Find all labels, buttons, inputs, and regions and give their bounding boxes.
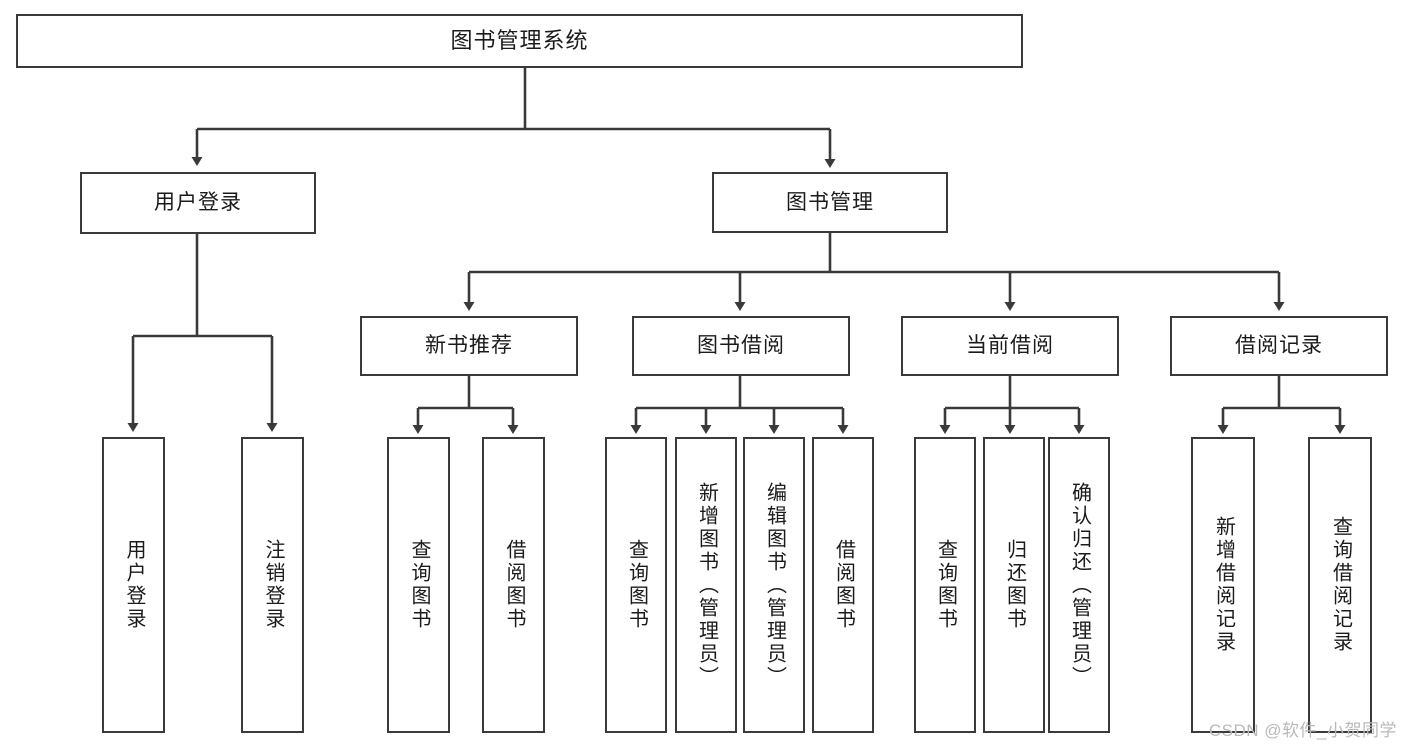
leaf-label: 借阅图书: [503, 539, 525, 631]
leaf-label: 查询图书: [408, 539, 430, 631]
node-user-login-label: 用户登录: [154, 191, 242, 215]
leaf-current-borrow-return[interactable]: 归还图书: [983, 437, 1045, 733]
leaf-label: 查询图书: [625, 539, 648, 631]
leaf-user-login-login[interactable]: 用户登录: [102, 437, 165, 733]
node-current-borrow[interactable]: 当前借阅: [901, 316, 1119, 376]
node-root[interactable]: 图书管理系统: [16, 14, 1023, 68]
leaf-label: 注销登录: [262, 539, 284, 631]
leaf-label: 查询借阅记录: [1329, 516, 1352, 654]
leaf-borrow-record-query[interactable]: 查询借阅记录: [1308, 437, 1372, 733]
leaf-label: 新增借阅记录: [1212, 516, 1235, 654]
node-book-management[interactable]: 图书管理: [712, 172, 948, 233]
leaf-label: 确认归还（管理员）: [1068, 481, 1091, 689]
leaf-borrow-record-add[interactable]: 新增借阅记录: [1191, 437, 1255, 733]
node-current-borrow-label: 当前借阅: [966, 334, 1054, 358]
node-book-borrow-label: 图书借阅: [697, 334, 785, 358]
node-new-book-recommend[interactable]: 新书推荐: [360, 316, 578, 376]
leaf-book-borrow-add-admin[interactable]: 新增图书（管理员）: [675, 437, 737, 733]
leaf-book-borrow-query[interactable]: 查询图书: [605, 437, 667, 733]
leaf-new-book-query[interactable]: 查询图书: [387, 437, 450, 733]
node-root-label: 图书管理系统: [450, 27, 589, 53]
node-book-borrow[interactable]: 图书借阅: [632, 316, 850, 376]
leaf-new-book-borrow[interactable]: 借阅图书: [482, 437, 545, 733]
node-borrow-record[interactable]: 借阅记录: [1170, 316, 1388, 376]
leaf-label: 新增图书（管理员）: [695, 481, 718, 689]
node-borrow-record-label: 借阅记录: [1235, 334, 1323, 358]
leaf-book-borrow-edit-admin[interactable]: 编辑图书（管理员）: [743, 437, 805, 733]
leaf-label: 编辑图书（管理员）: [763, 481, 786, 689]
node-new-book-recommend-label: 新书推荐: [425, 334, 513, 358]
leaf-current-borrow-confirm-admin[interactable]: 确认归还（管理员）: [1048, 437, 1110, 733]
leaf-label: 用户登录: [123, 539, 145, 631]
leaf-label: 借阅图书: [832, 539, 855, 631]
leaf-book-borrow-borrow[interactable]: 借阅图书: [812, 437, 874, 733]
leaf-label: 归还图书: [1003, 539, 1026, 631]
leaf-user-login-logout[interactable]: 注销登录: [241, 437, 304, 733]
node-book-management-label: 图书管理: [786, 190, 874, 214]
node-user-login[interactable]: 用户登录: [80, 172, 316, 234]
csdn-watermark: CSDN @软件_小贺同学: [1208, 721, 1397, 740]
leaf-current-borrow-query[interactable]: 查询图书: [914, 437, 976, 733]
leaf-label: 查询图书: [934, 539, 957, 631]
